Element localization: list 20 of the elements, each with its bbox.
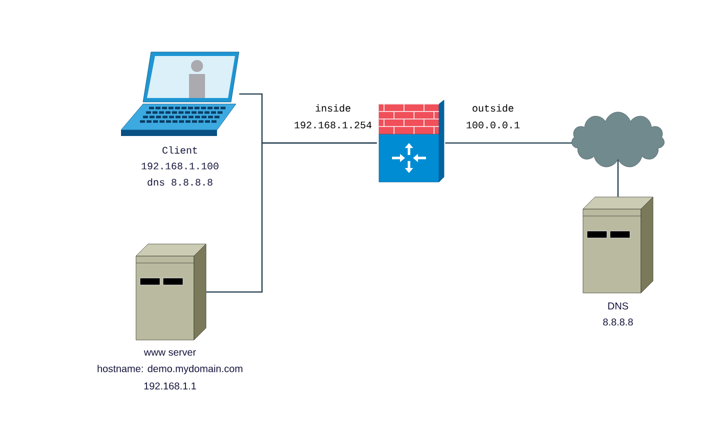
device-caption: Client [162,146,197,154]
laptop-drawing [120,52,240,136]
connector-line [617,160,619,197]
interface-label: outside [472,104,514,112]
connector-line [445,142,572,144]
firewall-drawing [378,100,444,182]
cloud-drawing [572,112,664,168]
device-caption: hostname: demo.mydomain.com [98,364,242,374]
device-caption: 192.168.1.1 [144,382,196,390]
server-drawing [582,196,654,294]
server-drawing [136,244,206,340]
device-caption: 8.8.8.8 [603,318,633,326]
interface-label: 192.168.1.254 [294,122,372,128]
device-caption: DNS [608,302,628,310]
interface-label: inside [316,104,350,112]
interface-label: 100.0.0.1 [466,122,520,128]
device-caption: dns 8.8.8.8 [148,178,212,186]
device-caption: www server [144,350,196,356]
device-caption: 192.168.1.100 [142,162,218,170]
connector-line [206,142,377,293]
